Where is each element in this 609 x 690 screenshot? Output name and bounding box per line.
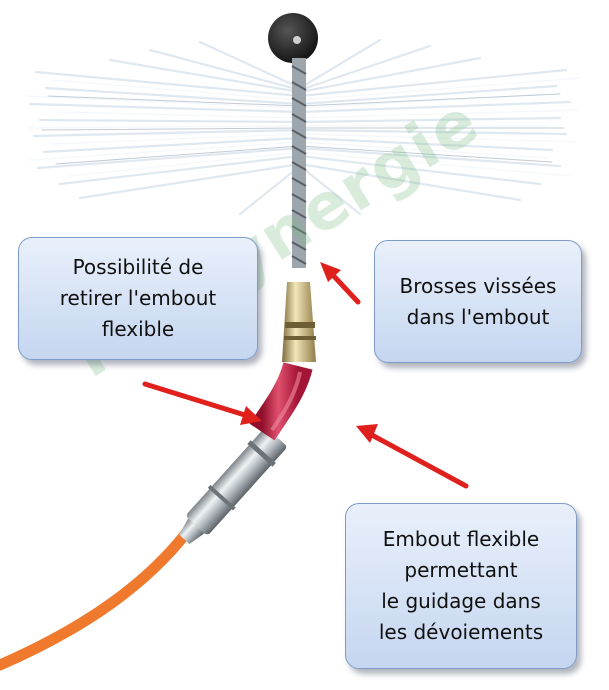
- red-flexible-sleeve: [249, 361, 313, 441]
- flexible-rod: [0, 514, 202, 671]
- callout-removable-tip: Possibilité de retirer l'embout flexible: [18, 237, 258, 360]
- arrow-to-bend-head: [356, 424, 378, 443]
- callout-flexible-tip: Embout flexible permettant le guidage da…: [345, 503, 577, 669]
- callout-screwed-brushes-text: Brosses vissées dans l'embout: [399, 273, 557, 329]
- callout-removable-tip-text: Possibilité de retirer l'embout flexible: [59, 255, 217, 341]
- brass-nozzle: [282, 282, 316, 362]
- pointer-arrows: [142, 262, 469, 489]
- arrow-to-nozzle-head: [320, 262, 341, 282]
- metal-connector: [179, 428, 287, 544]
- brush-bristles: [25, 38, 581, 216]
- arrow-to-nozzle: [327, 269, 361, 305]
- callout-screwed-brushes: Brosses vissées dans l'embout: [374, 240, 582, 363]
- twisted-wire-core: [291, 58, 307, 268]
- arrow-to-sleeve: [142, 381, 251, 419]
- brush-tip-ball: [268, 13, 318, 63]
- callout-flexible-tip-text: Embout flexible permettant le guidage da…: [378, 527, 544, 644]
- arrow-to-sleeve-head: [240, 406, 262, 425]
- arrow-to-bend: [367, 431, 469, 489]
